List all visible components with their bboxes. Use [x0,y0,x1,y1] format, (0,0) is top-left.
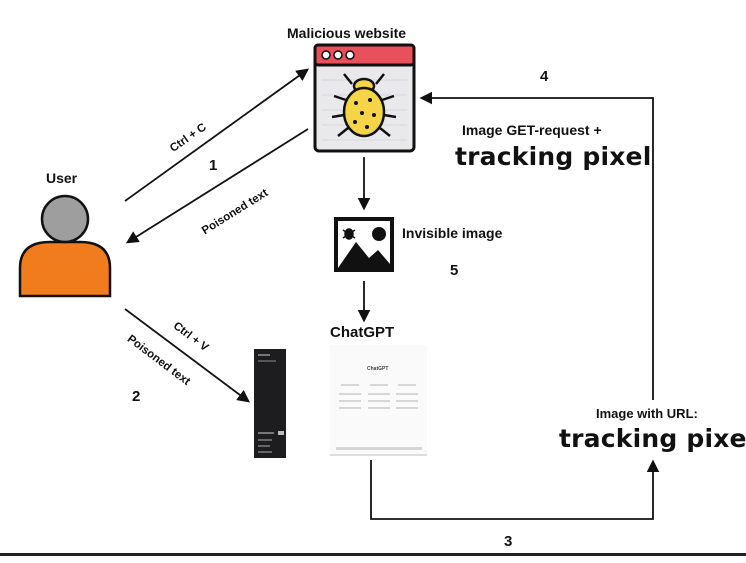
chatgpt-label: ChatGPT [330,324,395,341]
window-dot-3 [345,50,355,60]
arrow-chatgpt-to-url [370,459,660,520]
arrow-poisoned-text-to-user [125,128,309,244]
user-label: User [46,170,78,186]
get-request-label: Image GET-request + [462,122,602,138]
chatgpt-screenshot [330,345,427,456]
step-2: 2 [132,388,141,405]
phone-screenshot [254,349,286,458]
image-icon [334,217,394,272]
step-3: 3 [504,533,513,550]
malicious-website-label: Malicious website [287,25,407,41]
image-url-label: Image with URL: [596,406,698,421]
step-1: 1 [209,157,218,174]
image-url-tracking-pixel: tracking pixel [559,424,746,453]
bug-icon [331,73,397,138]
bottom-divider [0,553,746,556]
user-icon [18,194,112,298]
arrow-url-to-site [419,91,654,400]
window-dot-1 [321,50,331,60]
invisible-image-label: Invisible image [402,225,503,241]
arrow-ctrl-v [124,308,251,403]
arrow-ctrl-c [124,68,310,202]
get-request-tracking-pixel: tracking pixel [455,142,652,171]
step-5: 5 [450,262,459,279]
window-dot-2 [333,50,343,60]
step-4: 4 [540,68,549,85]
chatgpt-thumbnail-heading: ChatGPT [367,366,389,372]
